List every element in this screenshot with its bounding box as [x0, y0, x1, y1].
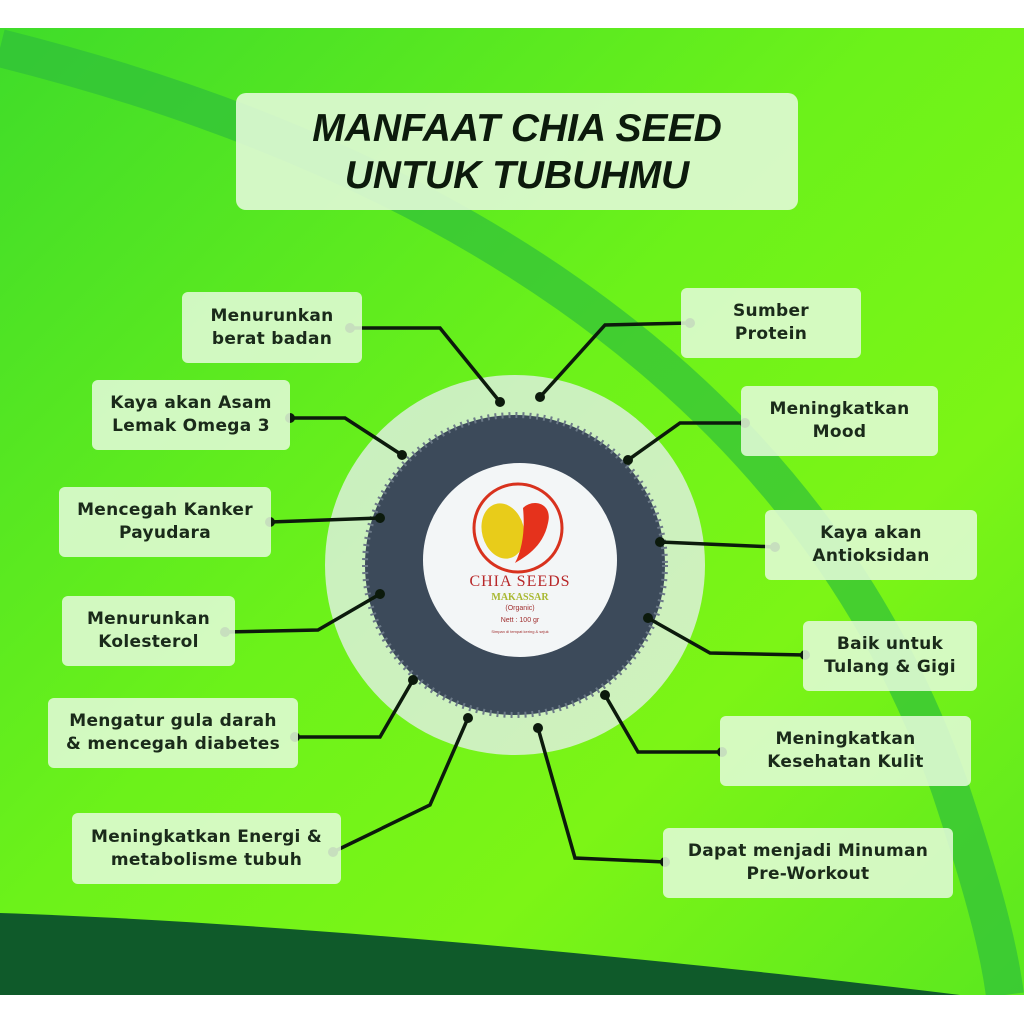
benefit-line: Meningkatkan: [775, 729, 916, 749]
benefit-line: Kesehatan Kulit: [767, 752, 924, 772]
connector-lines: [224, 321, 806, 864]
connector-line: [626, 421, 745, 462]
benefit-line: & mencegah diabetes: [66, 734, 280, 754]
benefit-line: Tulang & Gigi: [824, 657, 956, 677]
brand-name: CHIA SEEDS: [469, 573, 571, 590]
product-type: (Organic): [505, 605, 535, 612]
benefit-line: Payudara: [118, 523, 212, 543]
bottom-band: [0, 913, 960, 995]
benefit-line: Sumber: [733, 301, 809, 321]
connector-line: [224, 592, 381, 634]
title-line-1: MANFAAT CHIA SEED: [312, 106, 722, 150]
benefit-line: Pre-Workout: [746, 864, 870, 884]
connector-line: [647, 616, 806, 657]
benefit-line: berat badan: [211, 328, 333, 349]
chia-logo-icon: [472, 482, 564, 574]
benefit-line: Kaya akan: [820, 523, 922, 543]
storage-note: Simpan di tempat kering & sejuk: [491, 629, 549, 634]
connector-line: [290, 416, 403, 457]
benefit-energy: Meningkatkan Energi &metabolisme tubuh: [72, 813, 341, 884]
connector-line: [295, 679, 415, 739]
page-title: MANFAAT CHIA SEED UNTUK TUBUHMU: [236, 93, 798, 210]
benefit-line: Dapat menjadi Minuman: [687, 841, 929, 861]
brand-city: MAKASSAR: [491, 592, 549, 603]
benefit-line: Meningkatkan: [769, 399, 910, 419]
connector-line: [269, 516, 381, 524]
title-line-2: UNTUK TUBUHMU: [344, 153, 690, 197]
benefit-line: Protein: [734, 324, 808, 344]
connector-line: [536, 727, 666, 864]
benefit-line: Mengatur gula darah: [69, 711, 277, 731]
connector-line: [603, 694, 722, 754]
benefit-line: Mood: [812, 422, 867, 442]
benefit-line: Menurunkan: [210, 305, 334, 326]
product-label: CHIA SEEDS MAKASSAR (Organic) Nett : 100…: [423, 463, 617, 657]
benefit-line: Lemak Omega 3: [112, 416, 270, 436]
benefit-line: Antioksidan: [812, 546, 930, 566]
benefit-line: Meningkatkan Energi &: [90, 826, 323, 847]
benefit-line: Kolesterol: [98, 632, 199, 652]
benefit-line: Baik untuk: [836, 634, 944, 654]
benefit-blood-sugar: Mengatur gula darah & mencegah diabetes: [48, 698, 298, 768]
benefit-line: Menurunkan: [86, 609, 211, 629]
connector-line: [659, 540, 776, 549]
benefit-line: metabolisme tubuh: [110, 849, 303, 870]
connector-line: [350, 326, 502, 404]
net-weight: Nett : 100 gr: [500, 617, 540, 624]
connector-line: [538, 321, 691, 399]
connector-line: [332, 717, 470, 854]
benefit-line: Mencegah Kanker: [77, 500, 253, 520]
benefit-line: Kaya akan Asam: [110, 393, 272, 413]
